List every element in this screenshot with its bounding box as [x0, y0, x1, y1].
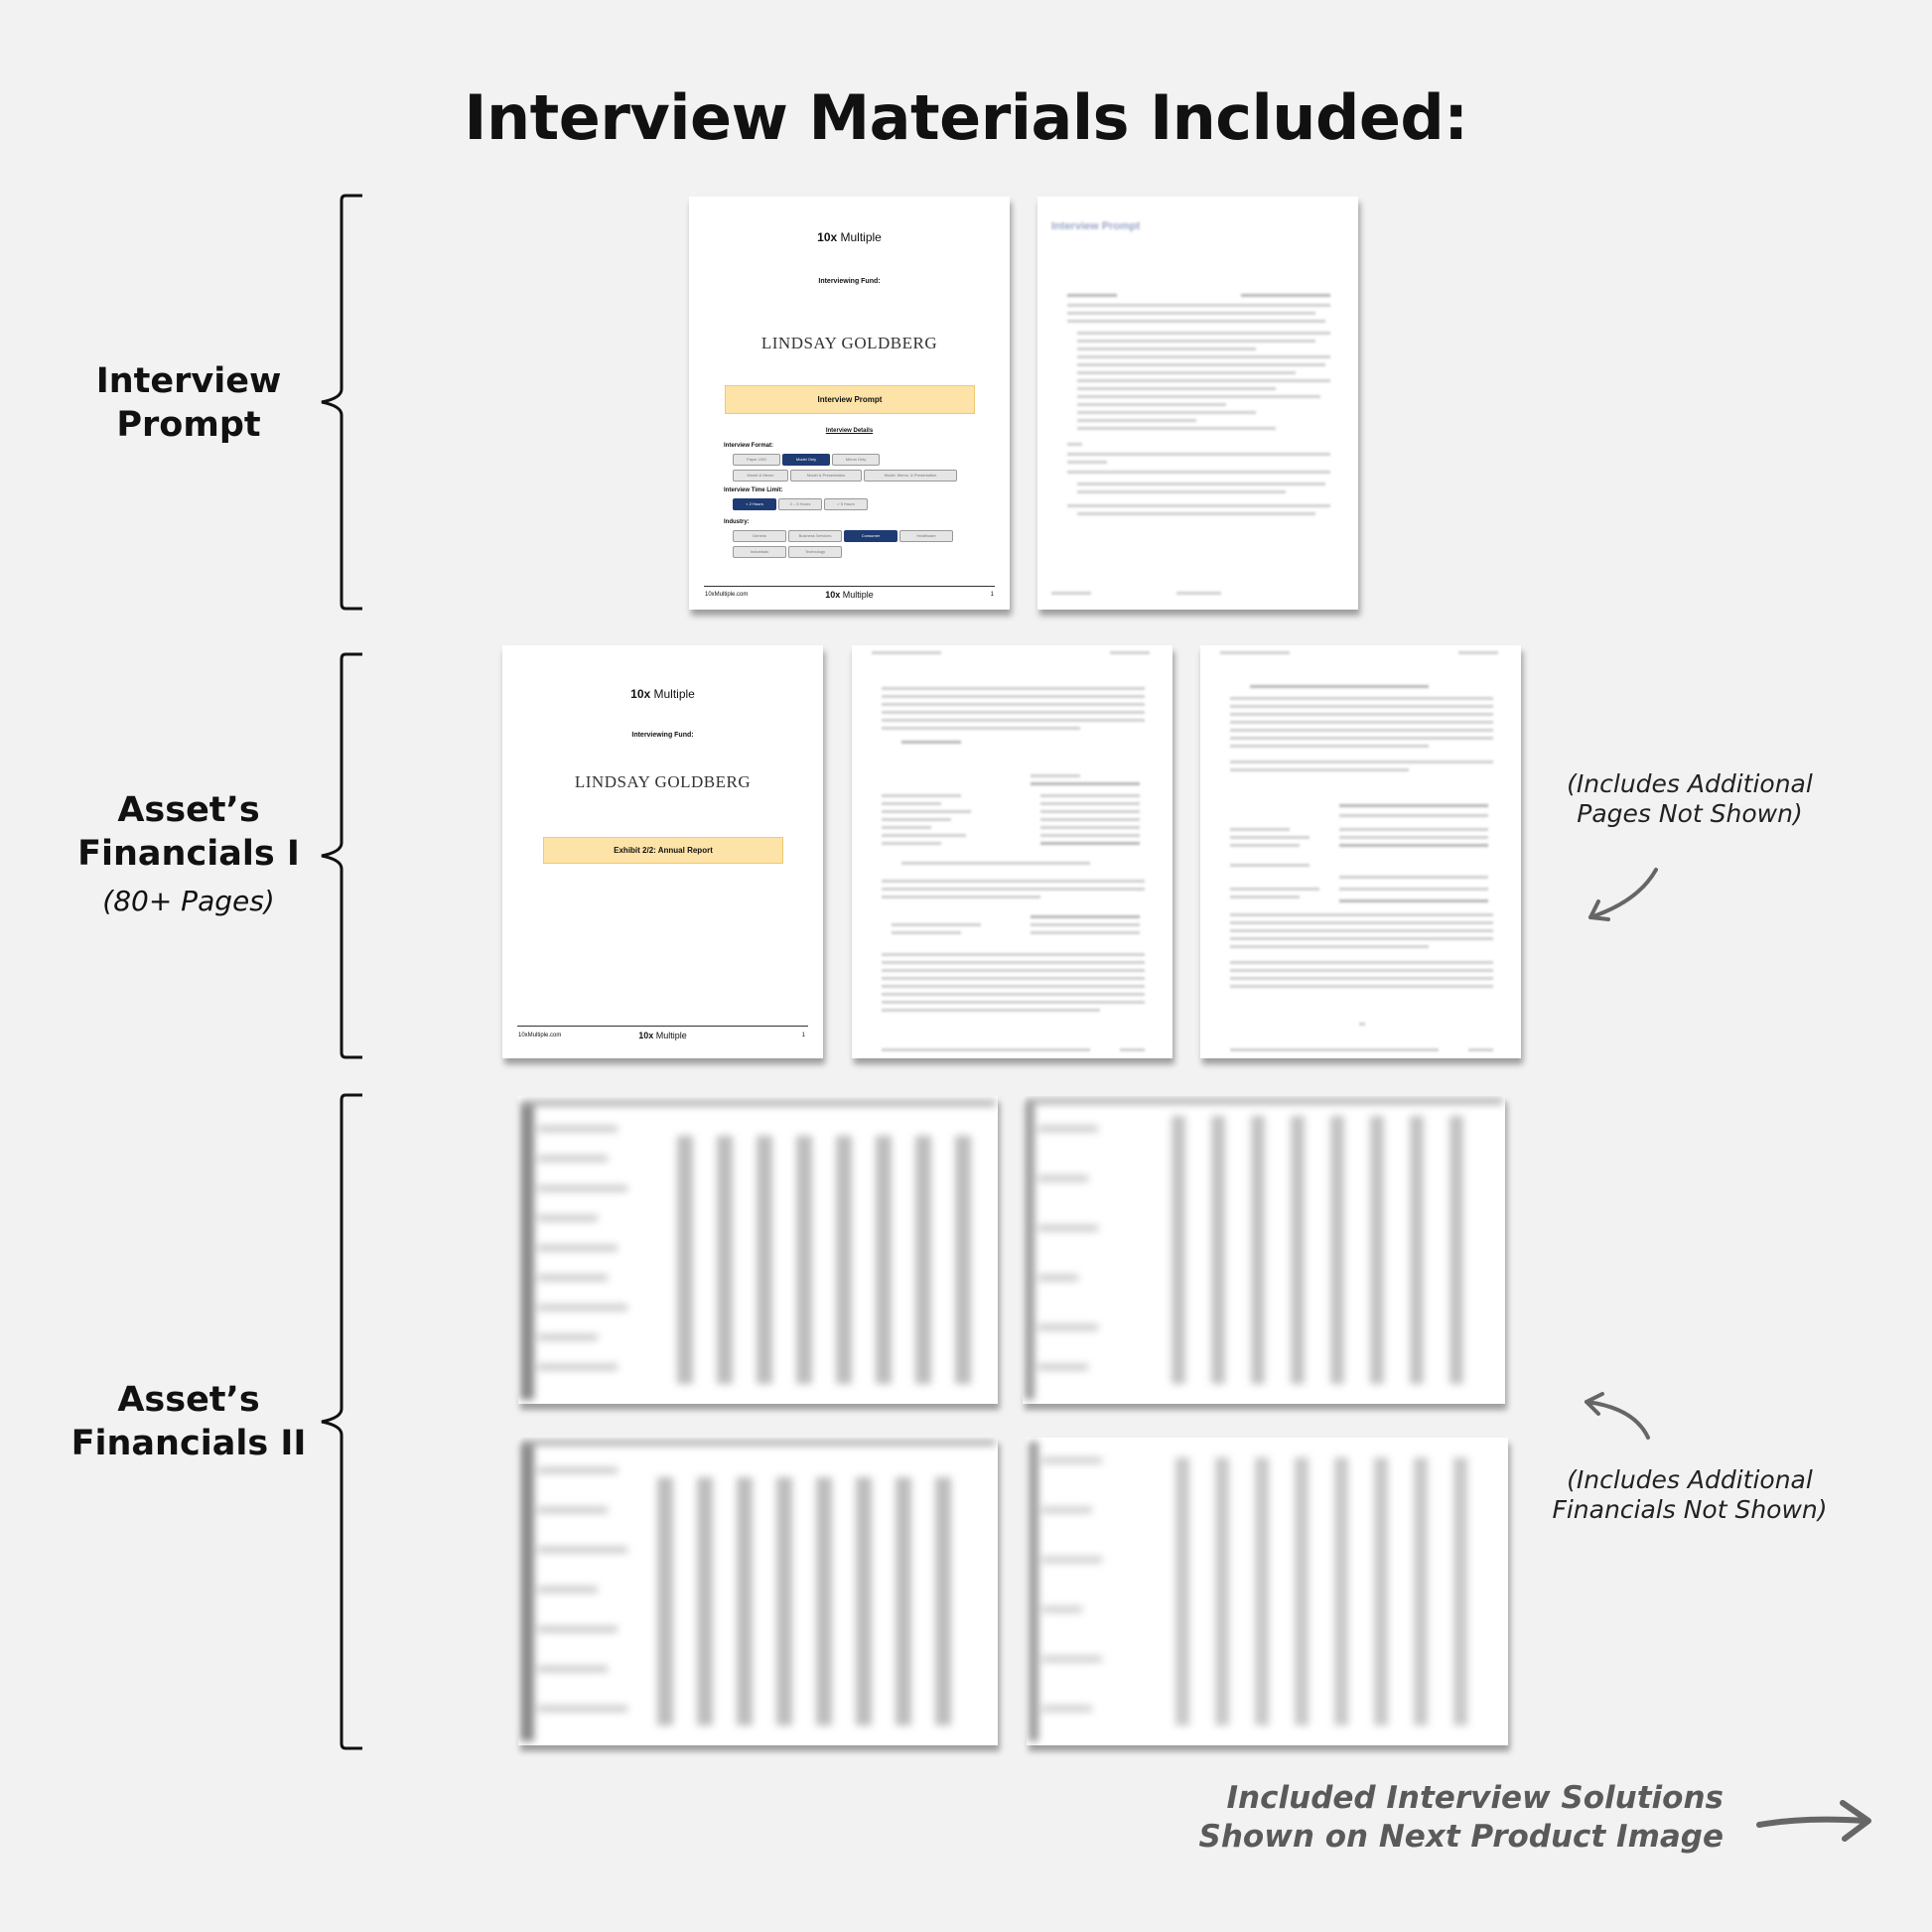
- financial-spreadsheet-1: [518, 1096, 998, 1404]
- financial-spreadsheet-4: [1027, 1438, 1508, 1745]
- page-heading: Interview Prompt: [1051, 220, 1141, 232]
- section-label-line: Financials I: [77, 834, 300, 874]
- industry-option[interactable]: Business Services: [788, 530, 842, 542]
- time-option[interactable]: > 5 Hours: [824, 498, 868, 510]
- industry-label: Industry:: [724, 519, 750, 525]
- interview-prompt-page-2: Interview Prompt: [1037, 197, 1358, 610]
- industry-option[interactable]: Generic: [733, 530, 786, 542]
- format-option[interactable]: Memo Only: [832, 454, 880, 466]
- industry-option[interactable]: Industrials: [733, 546, 786, 558]
- blurred-spreadsheet: [520, 1100, 996, 1400]
- fund-label: Interviewing Fund:: [818, 278, 881, 285]
- format-option[interactable]: Model Only: [782, 454, 830, 466]
- note-line: (Includes Additional: [1567, 1465, 1813, 1494]
- interview-prompt-cover-page: 10x Multiple Interviewing Fund: LINDSAY …: [689, 197, 1010, 610]
- section-label-line: Asset’s: [117, 1380, 260, 1420]
- brand-logo: 10x Multiple: [630, 687, 695, 701]
- section-label-financials-1: Asset’s Financials I (80+ Pages): [45, 788, 333, 923]
- curved-arrow-icon: [1585, 1392, 1650, 1440]
- section-label-line: Interview: [95, 361, 282, 401]
- bracket-icon: [321, 1093, 362, 1750]
- solutions-note: Included Interview Solutions Shown on Ne…: [1199, 1779, 1725, 1857]
- note-additional-financials: (Includes Additional Financials Not Show…: [1534, 1465, 1846, 1525]
- footer-page-number: 1: [990, 592, 994, 598]
- bracket-icon: [321, 194, 362, 611]
- banner: Interview Prompt: [725, 385, 975, 414]
- brand-logo: 10x Multiple: [817, 230, 882, 244]
- section-label-interview-prompt: Interview Prompt: [45, 359, 333, 447]
- industry-option[interactable]: Healthcare: [899, 530, 953, 542]
- format-option[interactable]: Model & Memo: [733, 470, 788, 482]
- note-line: (Includes Additional: [1567, 769, 1813, 798]
- blurred-spreadsheet: [1029, 1442, 1467, 1741]
- financial-spreadsheet-3: [518, 1438, 998, 1745]
- note-line: Included Interview Solutions: [1226, 1780, 1724, 1816]
- bracket-icon: [321, 652, 362, 1059]
- time-label: Interview Time Limit:: [724, 487, 783, 493]
- format-option[interactable]: Model & Presentation: [790, 470, 862, 482]
- details-heading: Interview Details: [825, 428, 874, 434]
- note-line: Financials Not Shown): [1552, 1495, 1828, 1524]
- section-label-subtitle: (80+ Pages): [102, 885, 275, 917]
- footer-site: 10xMultiple.com: [518, 1033, 562, 1038]
- format-option[interactable]: Model, Memo, & Presentation: [864, 470, 957, 482]
- section-label-line: Financials II: [70, 1424, 307, 1463]
- note-additional-pages: (Includes Additional Pages Not Shown): [1534, 769, 1846, 829]
- section-label-line: Prompt: [116, 405, 261, 445]
- blurred-spreadsheet: [1025, 1098, 1503, 1400]
- note-line: Shown on Next Product Image: [1198, 1819, 1725, 1855]
- footer-brand: 10x Multiple: [638, 1031, 687, 1040]
- section-label-line: Asset’s: [117, 790, 260, 830]
- time-option[interactable]: < 2 Hours: [733, 498, 776, 510]
- footer-brand: 10x Multiple: [825, 590, 874, 600]
- banner: Exhibit 2/2: Annual Report: [543, 837, 783, 864]
- footer-page-number: 1: [801, 1033, 805, 1038]
- time-option[interactable]: 2 – 5 Hours: [778, 498, 822, 510]
- section-label-financials-2: Asset’s Financials II: [45, 1378, 333, 1465]
- footer-rule: [517, 1026, 808, 1027]
- fund-label: Interviewing Fund:: [631, 732, 694, 739]
- annual-report-cover-page: 10x Multiple Interviewing Fund: LINDSAY …: [502, 645, 823, 1058]
- fund-name: LINDSAY GOLDBERG: [574, 772, 752, 791]
- page-title: Interview Materials Included:: [464, 81, 1468, 154]
- fund-name: LINDSAY GOLDBERG: [760, 334, 938, 352]
- financial-spreadsheet-2: [1023, 1096, 1505, 1404]
- format-label: Interview Format:: [724, 443, 774, 449]
- annual-report-page-2: [852, 645, 1173, 1058]
- blurred-spreadsheet: [520, 1440, 996, 1741]
- curved-arrow-icon: [1588, 868, 1658, 921]
- footer-rule: [704, 586, 995, 587]
- industry-option[interactable]: Consumer: [844, 530, 897, 542]
- industry-option[interactable]: Technology: [788, 546, 842, 558]
- right-arrow-icon: [1756, 1800, 1871, 1842]
- note-line: Pages Not Shown): [1577, 799, 1803, 828]
- footer-site: 10xMultiple.com: [705, 592, 749, 598]
- annual-report-page-3: [1200, 645, 1521, 1058]
- format-option[interactable]: Paper LBO: [733, 454, 780, 466]
